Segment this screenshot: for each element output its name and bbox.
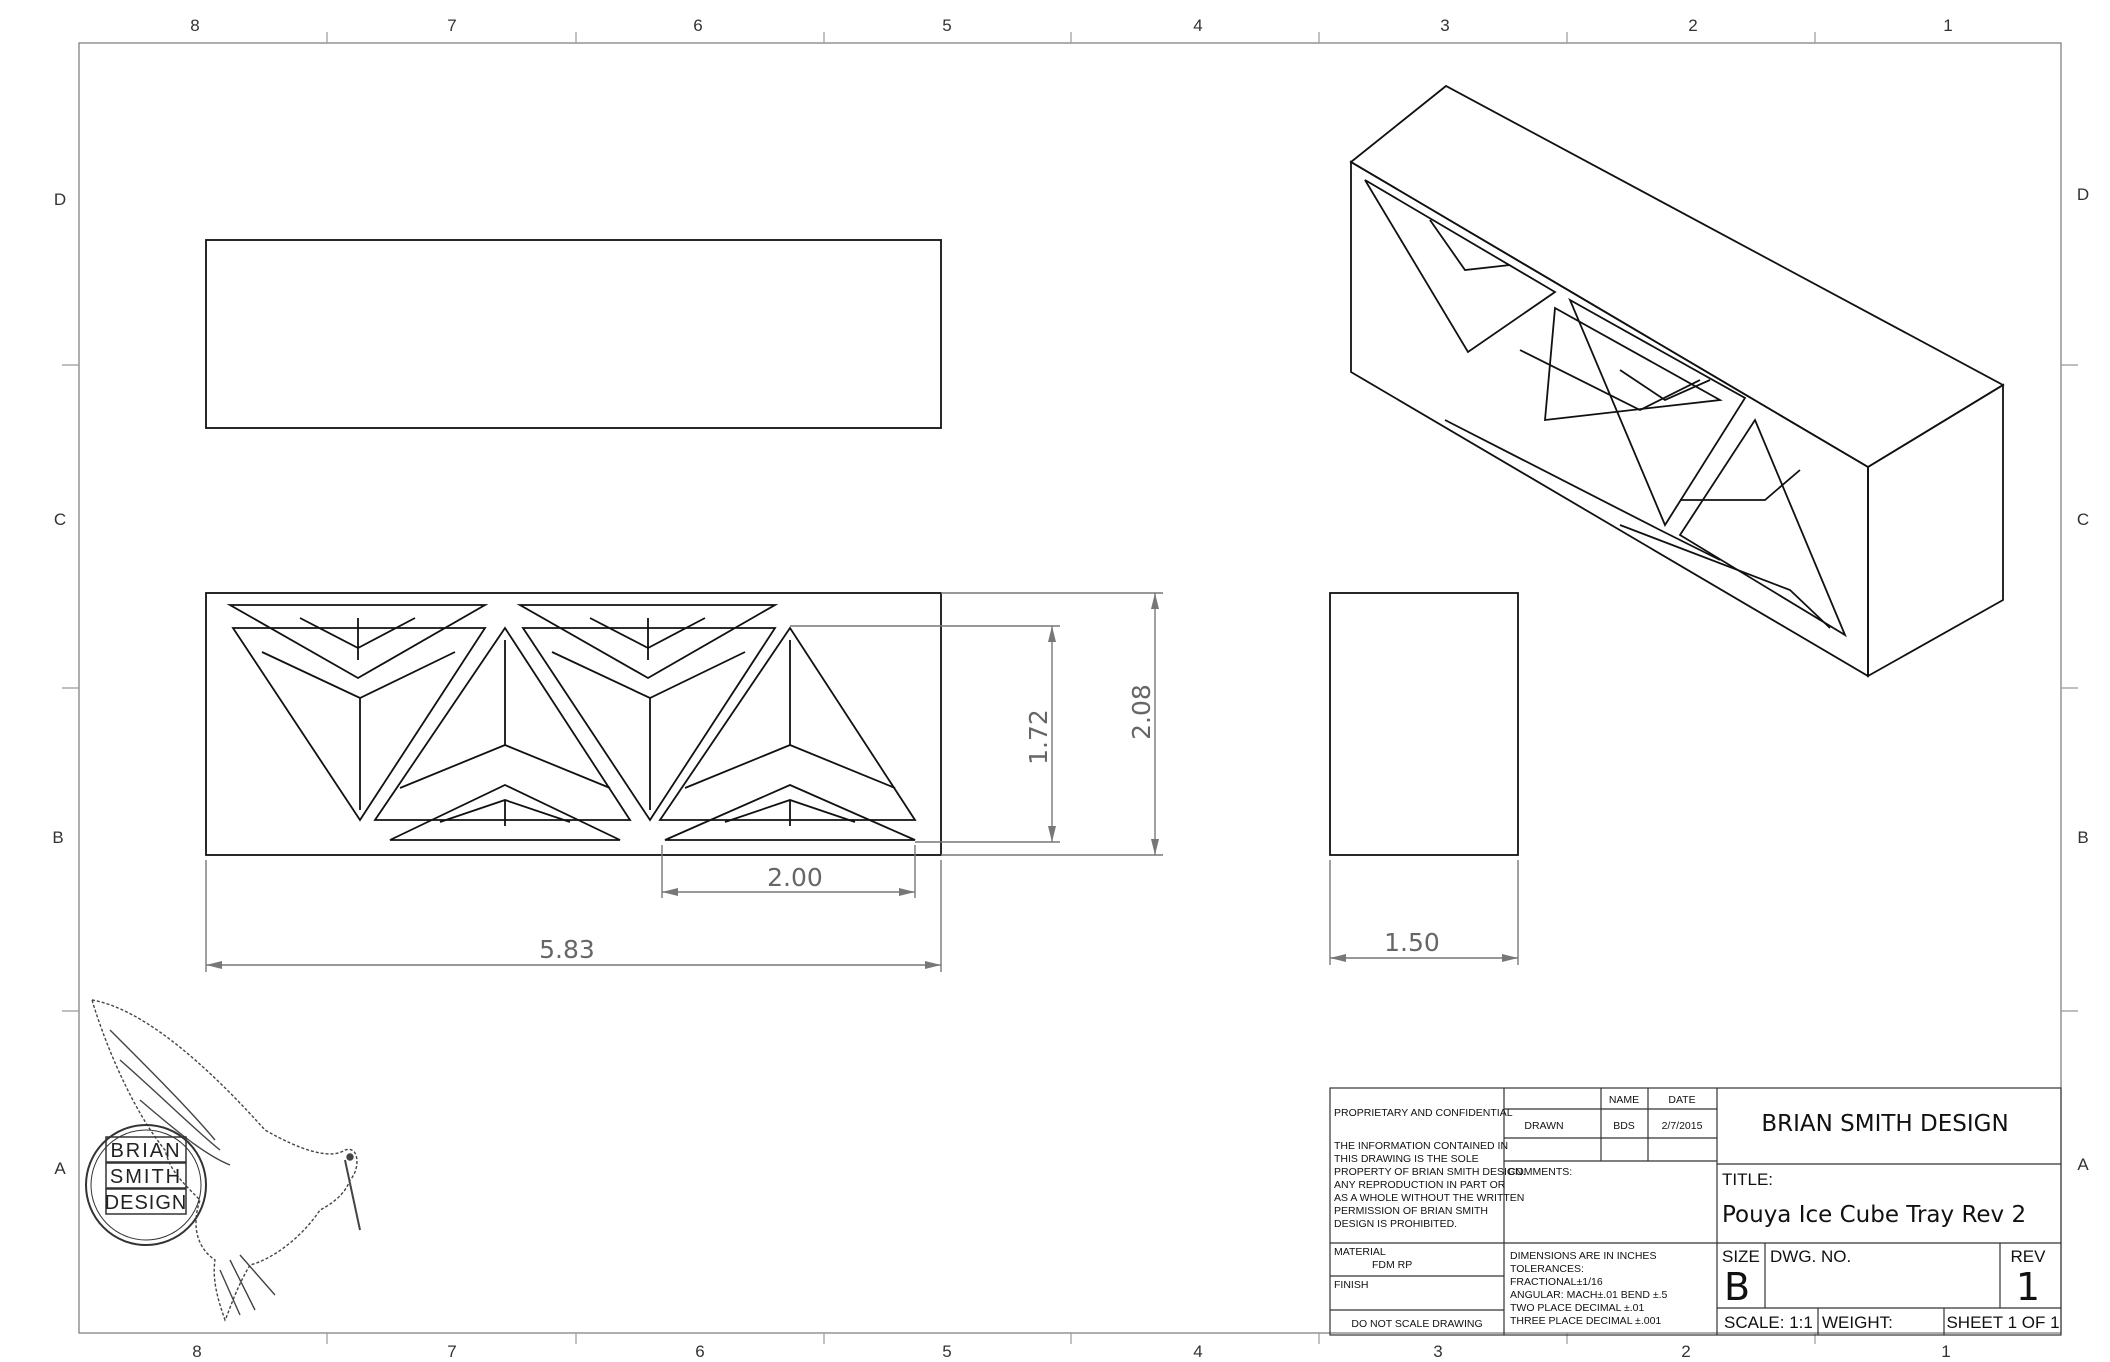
- tolerance-line: TOLERANCES:: [1510, 1263, 1584, 1275]
- date-header: DATE: [1668, 1094, 1695, 1106]
- tolerance-line: THREE PLACE DECIMAL ±.001: [1510, 1315, 1661, 1327]
- company-name: BRIAN SMITH DESIGN: [1761, 1111, 2008, 1137]
- zone-labels-right: D C B A: [2077, 185, 2089, 1174]
- zone-labels-top: 8 7 6 5 4 3 2 1: [190, 16, 1952, 35]
- zone-col-label: 6: [695, 1342, 704, 1361]
- zone-col-label: 8: [192, 1342, 201, 1361]
- dim-cavity-height: 1.72: [1024, 709, 1053, 765]
- logo-line-3: DESIGN: [105, 1192, 188, 1214]
- tolerance-line: DIMENSIONS ARE IN INCHES: [1510, 1250, 1656, 1262]
- zone-row-label: C: [54, 510, 66, 529]
- scale-text: SCALE: 1:1: [1724, 1313, 1813, 1332]
- zone-col-label: 2: [1681, 1342, 1690, 1361]
- weight-label: WEIGHT:: [1822, 1313, 1893, 1332]
- sheet-text: SHEET 1 OF 1: [1946, 1313, 2059, 1332]
- rev-label: REV: [2011, 1247, 2047, 1266]
- proprietary-line: THIS DRAWING IS THE SOLE: [1334, 1153, 1479, 1165]
- material-value: FDM RP: [1372, 1259, 1412, 1271]
- rev-value: 1: [2016, 1265, 2040, 1309]
- proprietary-line: AS A WHOLE WITHOUT THE WRITTEN: [1334, 1192, 1524, 1204]
- tolerance-line: FRACTIONAL±1/16: [1510, 1276, 1603, 1288]
- dwg-no-label: DWG. NO.: [1770, 1247, 1851, 1266]
- hummingbird-logo: [91, 999, 361, 1322]
- size-label: SIZE: [1722, 1247, 1760, 1266]
- zone-col-label: 4: [1193, 1342, 1202, 1361]
- proprietary-line: DESIGN IS PROHIBITED.: [1334, 1218, 1457, 1230]
- zone-row-label: A: [2077, 1155, 2089, 1174]
- zone-row-label: D: [2077, 185, 2089, 204]
- name-header: NAME: [1609, 1094, 1639, 1106]
- zone-col-label: 5: [942, 16, 951, 35]
- zone-row-label: C: [2077, 510, 2089, 529]
- title-block: [1329, 1087, 2062, 1336]
- side-view: [1329, 592, 1519, 856]
- zone-row-label: B: [2077, 828, 2088, 847]
- zone-row-label: A: [54, 1159, 66, 1178]
- zone-col-label: 6: [693, 16, 702, 35]
- zone-col-label: 1: [1943, 16, 1952, 35]
- zone-row-label: B: [52, 828, 63, 847]
- no-scale-note: DO NOT SCALE DRAWING: [1351, 1318, 1482, 1330]
- dim-depth: 1.50: [1384, 928, 1440, 957]
- logo-line-1: BRIAN: [110, 1140, 181, 1162]
- drawn-name: BDS: [1613, 1120, 1635, 1132]
- size-value: B: [1724, 1265, 1750, 1309]
- drawn-date: 2/7/2015: [1662, 1120, 1703, 1132]
- zone-col-label: 7: [447, 16, 456, 35]
- zone-col-label: 4: [1193, 16, 1202, 35]
- comments-label: COMMENTS:: [1508, 1166, 1572, 1178]
- brand-logo-circle: [85, 1124, 207, 1246]
- dimension-lines: [205, 592, 1519, 972]
- tolerance-line: TWO PLACE DECIMAL ±.01: [1510, 1302, 1644, 1314]
- material-label: MATERIAL: [1334, 1246, 1386, 1258]
- zone-ticks: [62, 32, 2078, 1344]
- proprietary-line: ANY REPRODUCTION IN PART OR: [1334, 1179, 1506, 1191]
- zone-col-label: 1: [1941, 1342, 1950, 1361]
- zone-labels-left: D C B A: [52, 190, 66, 1178]
- front-view: [205, 592, 942, 856]
- zone-col-label: 7: [447, 1342, 456, 1361]
- proprietary-line: THE INFORMATION CONTAINED IN: [1334, 1140, 1508, 1152]
- dim-overall-length: 5.83: [539, 935, 595, 964]
- dim-cell-width: 2.00: [767, 863, 823, 892]
- drawn-label: DRAWN: [1524, 1120, 1563, 1132]
- finish-label: FINISH: [1334, 1279, 1368, 1291]
- dim-overall-height: 2.08: [1127, 684, 1156, 740]
- zone-row-label: D: [54, 190, 66, 209]
- zone-col-label: 8: [190, 16, 199, 35]
- isometric-view: [1349, 84, 2005, 678]
- zone-col-label: 5: [942, 1342, 951, 1361]
- logo-line-2: SMITH: [110, 1166, 182, 1188]
- zone-col-label: 2: [1688, 16, 1697, 35]
- proprietary-line: PROPERTY OF BRIAN SMITH DESIGN.: [1334, 1166, 1526, 1178]
- proprietary-line: PERMISSION OF BRIAN SMITH: [1334, 1205, 1488, 1217]
- top-view: [205, 239, 942, 429]
- drawing-border: [78, 42, 2062, 1334]
- proprietary-heading: PROPRIETARY AND CONFIDENTIAL: [1334, 1107, 1513, 1119]
- zone-col-label: 3: [1433, 1342, 1442, 1361]
- tolerance-line: ANGULAR: MACH±.01 BEND ±.5: [1510, 1289, 1668, 1301]
- zone-labels-bottom: 8 7 6 5 4 3 2 1: [192, 1342, 1950, 1361]
- title-label: TITLE:: [1722, 1170, 1773, 1189]
- drawing-title: Pouya Ice Cube Tray Rev 2: [1722, 1202, 2026, 1228]
- zone-col-label: 3: [1440, 16, 1449, 35]
